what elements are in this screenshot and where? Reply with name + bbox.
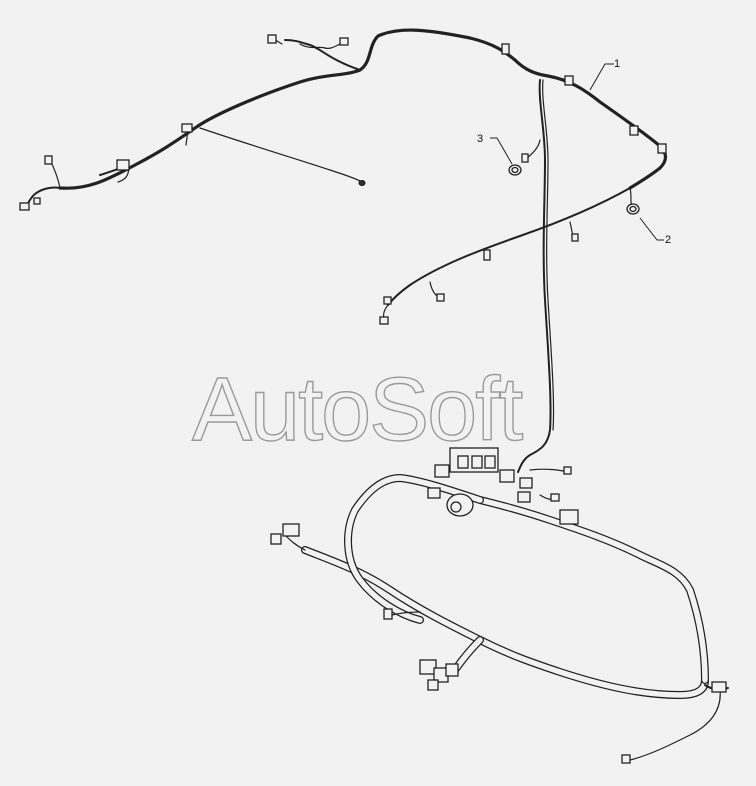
connector-left-mid: [33, 197, 41, 205]
connector-dash-left-1: [270, 533, 282, 545]
roof-harness: [24, 28, 667, 209]
connector-dash-bottom-3: [445, 663, 459, 677]
callout-1: 1: [589, 58, 620, 91]
callout-3-label: 3: [477, 133, 483, 145]
connector-side-2: [436, 293, 445, 302]
connector-dash-bottom-1: [419, 659, 437, 675]
part-2-grommet: [626, 203, 640, 215]
clip-roof-5: [657, 143, 667, 154]
junction-side-connector: [434, 464, 450, 478]
clip-side-1: [483, 249, 491, 261]
connector-side-3: [379, 316, 389, 325]
connector-left-bottom: [19, 202, 30, 211]
part-3-grommet: [508, 153, 529, 176]
dashboard-harness: [284, 474, 729, 761]
connector-left-top: [44, 155, 53, 165]
connector-top-left: [267, 34, 277, 44]
connector-dash-left-2: [282, 523, 300, 537]
callout-1-label: 1: [614, 58, 620, 70]
callout-2: 2: [639, 217, 671, 246]
connector-dash-mid: [383, 608, 393, 620]
roof-wire-end: [358, 180, 366, 186]
connector-dash-right: [711, 681, 727, 693]
connector-dash-right-end: [621, 754, 631, 764]
side-harness: [379, 187, 633, 325]
central-junction: [427, 447, 572, 517]
connector-roof-left: [116, 159, 130, 171]
watermark-text: AutoSoft: [192, 360, 523, 460]
connector-side-1: [571, 233, 579, 242]
clip-roof-1: [181, 123, 193, 133]
clip-roof-4: [629, 125, 639, 136]
connector-top-mid: [339, 37, 349, 46]
dash-connectors: [270, 509, 727, 764]
connector-dash-bottom-4: [427, 679, 439, 691]
connector-dash-right-mid: [559, 509, 579, 525]
connector-side-4: [383, 296, 392, 305]
roof-connectors: [19, 34, 667, 211]
callout-3: 3: [477, 133, 513, 165]
vertical-trunk: [517, 79, 555, 473]
junction-right-connector: [499, 469, 515, 483]
clip-roof-2: [501, 43, 510, 55]
clip-roof-3: [564, 75, 574, 86]
callout-2-label: 2: [665, 234, 671, 246]
